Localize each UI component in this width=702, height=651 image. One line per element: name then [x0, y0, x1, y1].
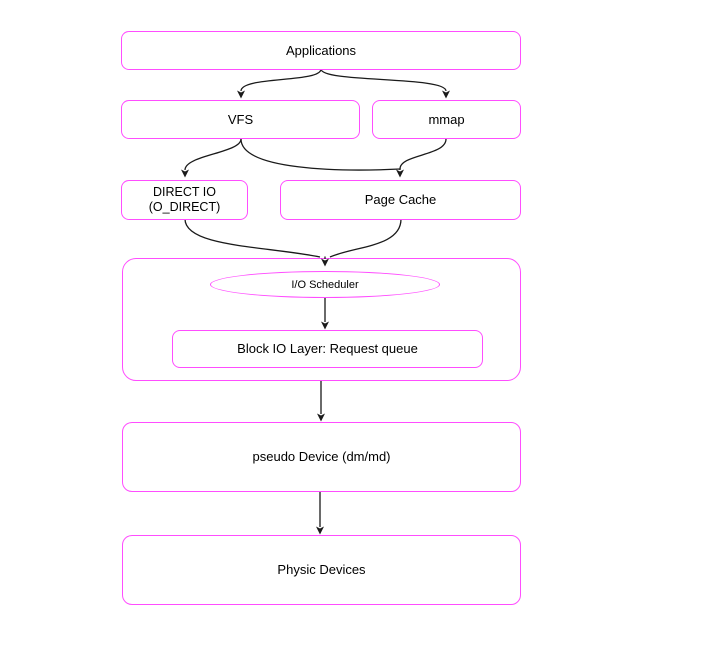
node-mmap-label: mmap — [428, 111, 465, 127]
edge-applications-to-mmap — [320, 68, 450, 99]
node-pseudo-device-label: pseudo Device (dm/md) — [252, 449, 391, 465]
edge-vfs-to-direct-io — [181, 138, 242, 178]
node-block-io-layer-label: Block IO Layer: Request queue — [237, 341, 418, 357]
node-physic-devices-label: Physic Devices — [277, 562, 366, 578]
edge-applications-to-vfs — [237, 68, 322, 99]
node-io-scheduler-label: I/O Scheduler — [291, 278, 359, 291]
edge-page-cache-to-scheduler — [329, 218, 402, 258]
node-mmap: mmap — [372, 100, 521, 139]
node-applications: Applications — [121, 31, 521, 70]
node-page-cache: Page Cache — [280, 180, 521, 220]
edge-vfs-to-page-cache — [240, 138, 401, 171]
edge-direct-io-to-scheduler — [184, 218, 321, 258]
node-direct-io-label: DIRECT IO (O_DIRECT) — [148, 185, 221, 214]
node-vfs: VFS — [121, 100, 360, 139]
edge-mmap-to-page-cache — [399, 138, 447, 170]
node-direct-io: DIRECT IO (O_DIRECT) — [121, 180, 248, 220]
node-block-io-layer: Block IO Layer: Request queue — [172, 330, 483, 368]
node-io-scheduler: I/O Scheduler — [210, 271, 440, 298]
node-vfs-label: VFS — [227, 111, 254, 127]
node-page-cache-label: Page Cache — [364, 192, 437, 208]
node-applications-label: Applications — [285, 42, 357, 58]
node-physic-devices: Physic Devices — [122, 535, 521, 605]
node-pseudo-device: pseudo Device (dm/md) — [122, 422, 521, 492]
